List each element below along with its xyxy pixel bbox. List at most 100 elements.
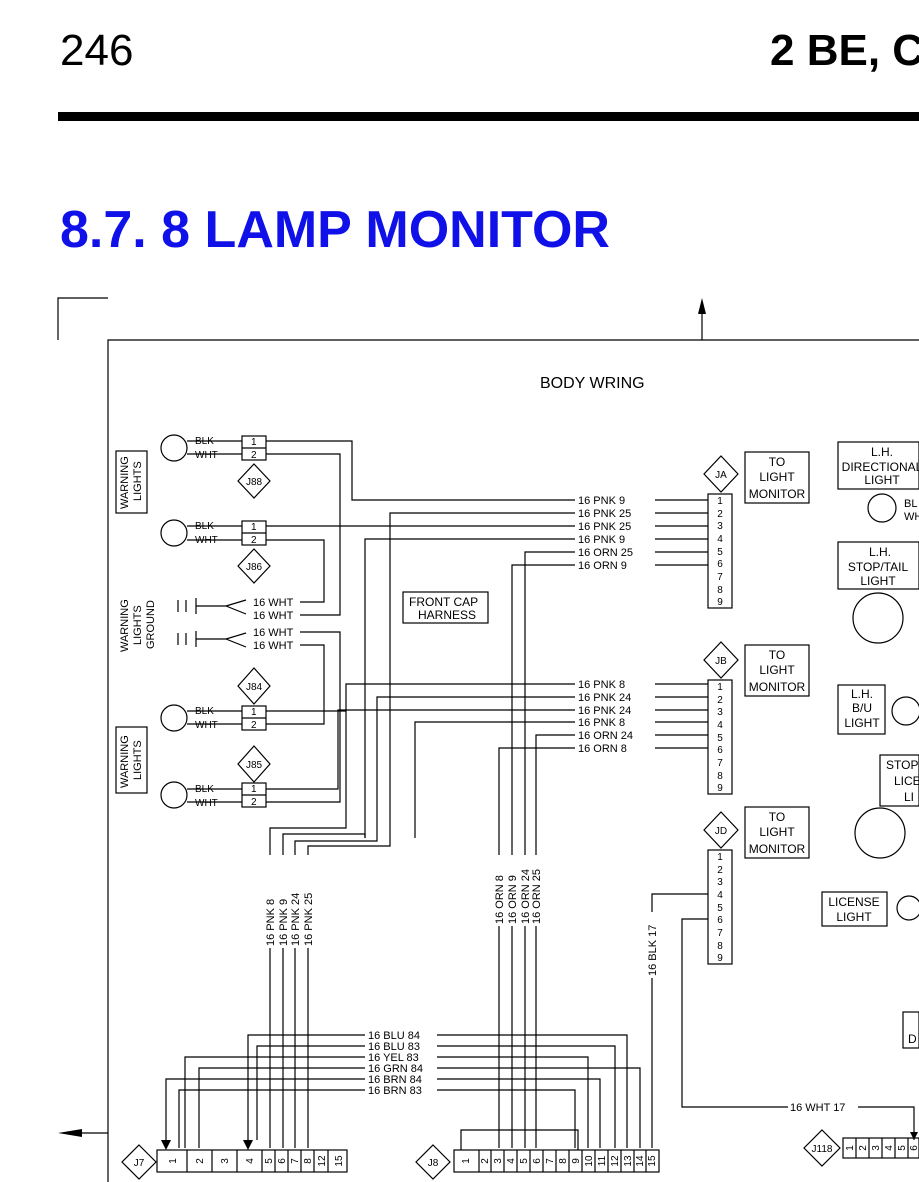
j8-pin-11: 11 <box>597 1155 608 1166</box>
wht-17-label: 16 WHT 17 <box>790 1102 845 1114</box>
j8-pin-8: 8 <box>558 1158 569 1164</box>
j8-pin-10: 10 <box>584 1155 595 1167</box>
jd-monitor-line3: MONITOR <box>749 842 806 856</box>
lh-directional-line2: DIRECTIONAL <box>842 460 919 474</box>
jd-pin-8: 8 <box>717 941 723 952</box>
lh-directional-line1: L.H. <box>871 445 893 459</box>
wht-label-j85: WHT <box>195 798 218 809</box>
jb-wire-4: 16 PNK 8 <box>578 717 625 729</box>
lh-bu-line3: LIGHT <box>844 716 880 730</box>
warning-lights-ground-line3: GROUND <box>145 600 157 649</box>
j8-pin-6: 6 <box>532 1158 543 1164</box>
jb-pin-2: 2 <box>717 695 723 706</box>
j8-pin-9: 9 <box>571 1158 582 1164</box>
j7-pin-6: 6 <box>277 1158 288 1164</box>
page-number: 246 <box>60 26 134 75</box>
jd-pin-1: 1 <box>717 852 723 863</box>
pnk-vertical-3: 16 PNK 24 <box>290 893 302 946</box>
wht-label-2: 16 WHT <box>253 610 294 622</box>
jb-pin-1: 1 <box>717 682 723 693</box>
jb-monitor-line2: LIGHT <box>759 663 795 677</box>
j7-pin-7: 7 <box>290 1158 301 1164</box>
bottom-wire-3: 16 YEL 83 <box>368 1052 419 1064</box>
bottom-wire-6: 16 BRN 83 <box>368 1085 422 1097</box>
jb-pin-7: 7 <box>717 758 723 769</box>
jb-wire-6: 16 ORN 8 <box>578 743 627 755</box>
j88-pin-2: 2 <box>251 450 257 461</box>
j7-pin-8: 8 <box>303 1158 314 1164</box>
j84-pin-2: 2 <box>251 720 257 731</box>
connector-j85: J85 <box>246 760 263 771</box>
blk-label-j86: BLK <box>195 521 214 532</box>
ja-pin-3: 3 <box>717 521 723 532</box>
j8-pin-1: 1 <box>461 1158 472 1164</box>
jb-monitor-line3: MONITOR <box>749 680 806 694</box>
front-cap-harness-line1: FRONT CAP <box>409 595 478 609</box>
d-cut-label: D <box>908 1032 917 1046</box>
ja-wire-1: 16 PNK 9 <box>578 495 625 507</box>
orn-vertical-4: 16 ORN 25 <box>531 869 543 924</box>
bottom-wire-2: 16 BLU 83 <box>368 1041 420 1053</box>
ja-wire-2: 16 PNK 25 <box>578 508 631 520</box>
jd-pin-5: 5 <box>717 903 723 914</box>
jb-pin-3: 3 <box>717 707 723 718</box>
orn-vertical-2: 16 ORN 9 <box>507 875 519 924</box>
j118-pin-1: 1 <box>845 1145 856 1151</box>
ja-pin-2: 2 <box>717 509 723 520</box>
jb-wire-3: 16 PNK 24 <box>578 705 631 717</box>
lh-bu-line1: L.H. <box>851 687 873 701</box>
ja-pin-8: 8 <box>717 585 723 596</box>
wht-label-1: 16 WHT <box>253 597 294 609</box>
j86-pin-1: 1 <box>251 522 257 533</box>
lh-directional-line3: LIGHT <box>864 473 900 487</box>
j8-pin-4: 4 <box>506 1158 517 1164</box>
jb-wire-2: 16 PNK 24 <box>578 692 631 704</box>
wh-cut-label: WH <box>904 511 919 523</box>
warning-lights-ground-line1: WARNING <box>119 599 131 652</box>
j8-pin-14: 14 <box>635 1155 646 1167</box>
jd-monitor-line2: LIGHT <box>759 825 795 839</box>
ja-pin-6: 6 <box>717 559 723 570</box>
ja-wire-4: 16 PNK 9 <box>578 534 625 546</box>
j7-pin-3: 3 <box>220 1158 231 1164</box>
j8-pin-2: 2 <box>480 1158 491 1164</box>
j7-pin-5: 5 <box>264 1158 275 1164</box>
license-light-line1: LICENSE <box>828 895 879 909</box>
j8-pin-5: 5 <box>519 1158 530 1164</box>
license-light-line2: LIGHT <box>836 910 872 924</box>
ja-pin-1: 1 <box>717 496 723 507</box>
stop-license-line1: STOP <box>886 758 918 772</box>
jd-pin-7: 7 <box>717 928 723 939</box>
j84-pin-1: 1 <box>251 707 257 718</box>
j8-pin-15: 15 <box>647 1155 658 1167</box>
j7-pin-2: 2 <box>195 1158 206 1164</box>
j85-pin-2: 2 <box>251 797 257 808</box>
connector-j118: J118 <box>812 1144 833 1155</box>
j118-pin-4: 4 <box>884 1145 895 1151</box>
lh-stop-tail-line3: LIGHT <box>860 574 896 588</box>
warning-lights-label-top-line2: LIGHTS <box>132 461 144 501</box>
blk-17-label: 16 BLK 17 <box>647 925 659 976</box>
j8-pin-7: 7 <box>545 1158 556 1164</box>
warning-lights-label-bottom-line2: LIGHTS <box>132 740 144 780</box>
connector-ja: JA <box>715 470 727 481</box>
blk-label-j85: BLK <box>195 784 214 795</box>
jd-pin-9: 9 <box>717 953 723 964</box>
jd-pin-4: 4 <box>717 890 723 901</box>
j118-pin-5: 5 <box>897 1145 908 1151</box>
jb-wire-5: 16 ORN 24 <box>578 730 633 742</box>
lh-stop-tail-line1: L.H. <box>869 545 891 559</box>
wht-label-3: 16 WHT <box>253 627 294 639</box>
bottom-wire-1: 16 BLU 84 <box>368 1030 420 1042</box>
jd-pin-2: 2 <box>717 865 723 876</box>
blk-label-j84: BLK <box>195 706 214 717</box>
stop-license-line2: LICE <box>894 774 919 788</box>
j86-pin-2: 2 <box>251 535 257 546</box>
jd-pin-3: 3 <box>717 877 723 888</box>
lh-bu-line2: B/U <box>852 701 872 715</box>
wht-label-j88: WHT <box>195 450 218 461</box>
jd-monitor-line1: TO <box>769 810 785 824</box>
connector-j8: J8 <box>428 1158 439 1169</box>
connector-j88: J88 <box>246 477 263 488</box>
